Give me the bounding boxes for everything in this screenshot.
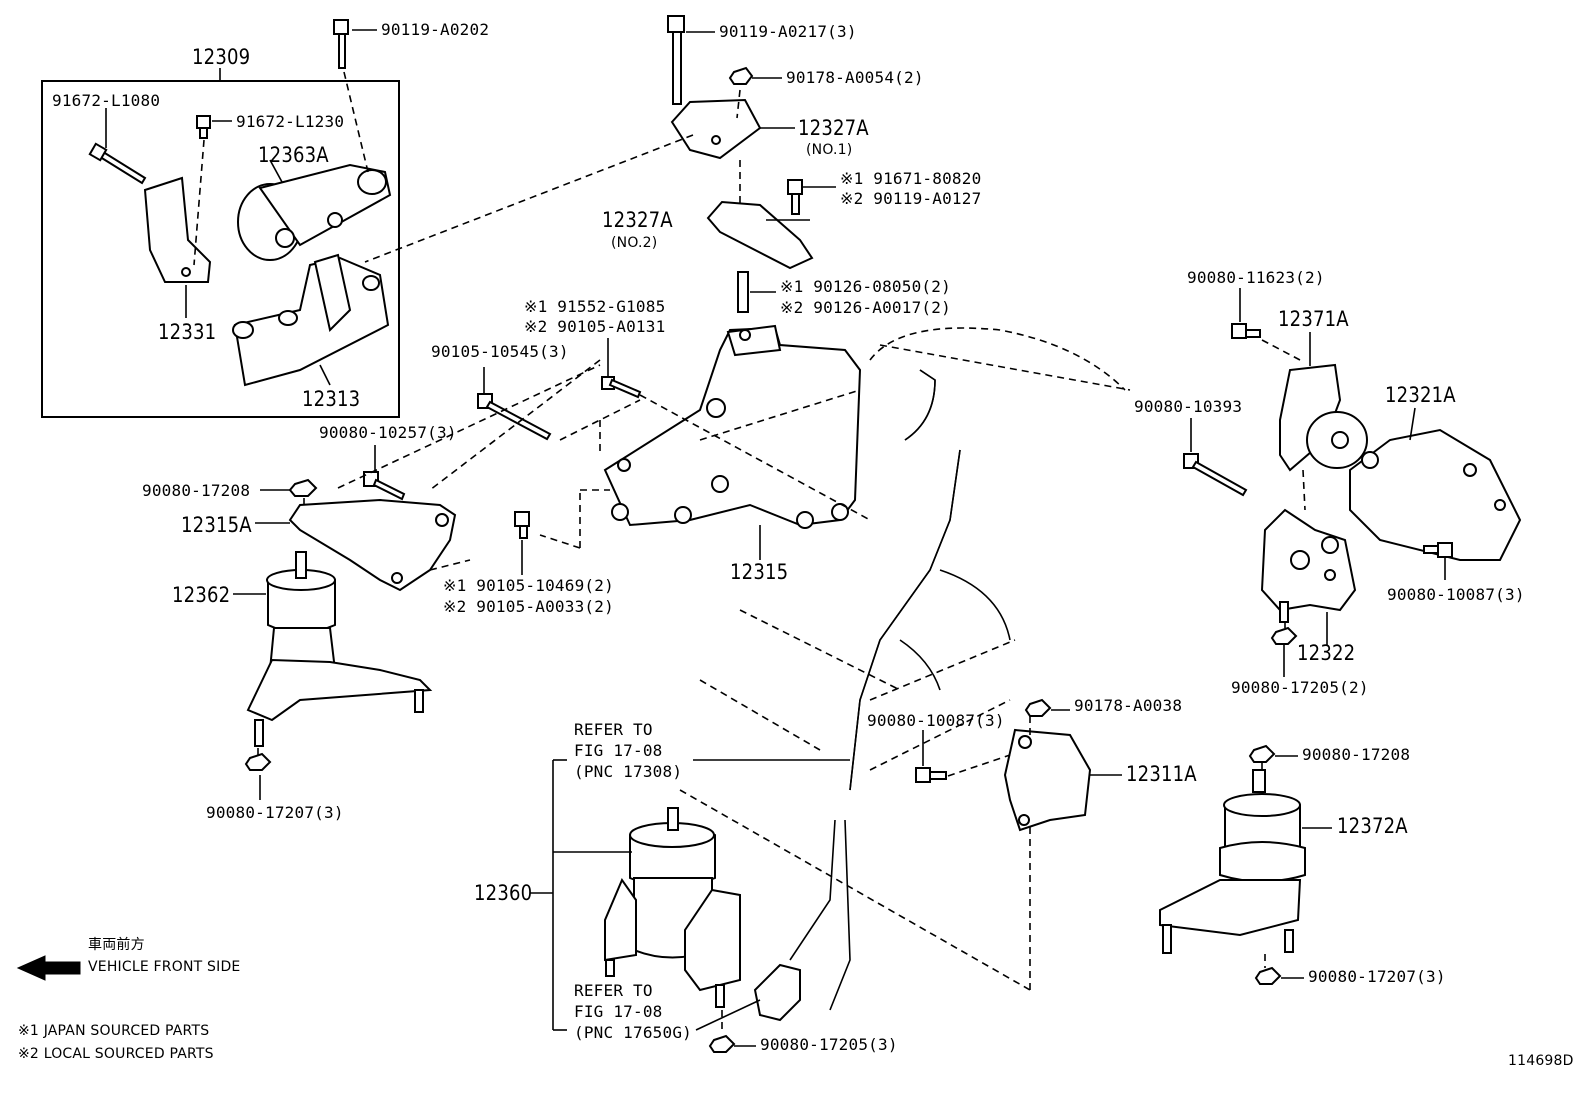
label-12327A-no2: 12327A — [602, 208, 673, 232]
mount-12360 — [604, 807, 741, 992]
bolt-90105-10545 — [477, 393, 552, 441]
label-12360: 12360 — [474, 881, 533, 905]
label-90080-17207-b: 90080-17207(3) — [1308, 967, 1446, 986]
bolt-90080-10393 — [1183, 453, 1248, 497]
label-90080-10087-b: 90080-10087(3) — [867, 711, 1005, 730]
bolt-90080-10087-b — [915, 767, 947, 783]
bolt-90080-11623 — [1231, 323, 1261, 339]
bracket-12327A-no1 — [670, 98, 762, 160]
label-90080-10393: 90080-10393 — [1134, 397, 1243, 416]
label-90080-11623: 90080-11623(2) — [1187, 268, 1325, 287]
bolt-91672-L1080 — [88, 142, 147, 185]
nut-90080-17208-a — [288, 478, 318, 497]
label-90105-10545: 90105-10545(3) — [431, 342, 569, 361]
bolt-91672-L1230 — [196, 115, 211, 139]
refer-1-line-3: (PNC 17308) — [574, 762, 683, 781]
bolt-91671-80820 — [787, 179, 803, 215]
label-90126-08050: ※1 90126-08050(2) — [780, 277, 951, 296]
refer-2-line-1: REFER TO — [574, 981, 653, 1000]
mount-12363A — [237, 163, 392, 261]
label-12363A: 12363A — [258, 143, 329, 167]
label-12331: 12331 — [158, 320, 217, 344]
label-91552-G1085: ※1 91552-G1085 — [524, 297, 666, 316]
refer-1-line-1: REFER TO — [574, 720, 653, 739]
sensor-bracket — [715, 963, 801, 1022]
bracket-12313 — [232, 253, 390, 387]
front-label-jp: 車両前方 — [88, 937, 145, 953]
label-90105-A0033: ※2 90105-A0033(2) — [443, 597, 614, 616]
group-box-12309 — [41, 80, 400, 418]
label-12315A: 12315A — [181, 513, 252, 537]
label-12311A: 12311A — [1126, 762, 1197, 786]
note-local-sourced: ※2 LOCAL SOURCED PARTS — [18, 1046, 214, 1062]
bracket-12331 — [143, 176, 212, 283]
label-90105-10469: ※1 90105-10469(2) — [443, 576, 614, 595]
vehicle-front-arrow-icon — [16, 955, 81, 981]
label-12362: 12362 — [172, 583, 231, 607]
bracket-12311A — [1003, 728, 1092, 832]
label-90080-17208-b: 90080-17208 — [1302, 745, 1411, 764]
nut-90178-A0038 — [1024, 698, 1052, 717]
label-91672-L1230: 91672-L1230 — [236, 112, 345, 131]
label-no2: (NO.2) — [611, 235, 658, 251]
bracket-12321A — [1349, 428, 1522, 561]
nut-90080-17205-b — [708, 1034, 736, 1053]
label-90080-17205-a: 90080-17205(2) — [1231, 678, 1369, 697]
label-90080-17207-a: 90080-17207(3) — [206, 803, 344, 822]
bolt-90119-A0202 — [333, 19, 349, 69]
refer-2-line-2: FIG 17-08 — [574, 1002, 663, 1021]
label-90178-A0054: 90178-A0054(2) — [786, 68, 924, 87]
nut-90080-17207-a — [244, 752, 272, 771]
label-91671-80820: ※1 91671-80820 — [840, 169, 982, 188]
label-90080-10087-a: 90080-10087(3) — [1387, 585, 1525, 604]
bolt-90105-A0131 — [601, 376, 642, 399]
bracket-12371A — [1279, 363, 1368, 472]
label-90119-A0202: 90119-A0202 — [381, 20, 490, 39]
note-japan-sourced: ※1 JAPAN SOURCED PARTS — [18, 1023, 210, 1039]
bolt-90119-A0217 — [667, 15, 685, 105]
nut-90080-17208-b — [1248, 744, 1276, 763]
refer-1-line-2: FIG 17-08 — [574, 741, 663, 760]
label-12371A: 12371A — [1278, 307, 1349, 331]
label-90080-10257: 90080-10257(3) — [319, 423, 457, 442]
bracket-12315A — [288, 498, 457, 592]
nut-90080-17205-a — [1270, 626, 1298, 645]
label-12322: 12322 — [1297, 641, 1356, 665]
mount-12372A — [1159, 769, 1306, 954]
bolt-90080-10257 — [363, 471, 406, 501]
label-90126-A0017: ※2 90126-A0017(2) — [780, 298, 951, 317]
label-90105-A0131: ※2 90105-A0131 — [524, 317, 666, 336]
group-label-12309: 12309 — [192, 45, 251, 69]
label-90080-17208-a: 90080-17208 — [142, 481, 251, 500]
bracket-12315 — [603, 324, 862, 529]
refer-2-line-3: (PNC 17650G) — [574, 1023, 692, 1042]
label-no1: (NO.1) — [806, 142, 853, 158]
label-90119-A0127: ※2 90119-A0127 — [840, 189, 982, 208]
label-12321A: 12321A — [1385, 383, 1456, 407]
front-label-en: VEHICLE FRONT SIDE — [88, 959, 241, 975]
nut-90178-A0054 — [728, 66, 754, 85]
figure-id: 114698D — [1508, 1053, 1574, 1069]
label-12313: 12313 — [302, 387, 361, 411]
bolt-90105-10469 — [514, 511, 530, 539]
stud-90126-08050 — [737, 271, 749, 313]
label-12315: 12315 — [730, 560, 789, 584]
mount-12362 — [246, 551, 433, 747]
bolt-90080-10087-a — [1423, 542, 1453, 558]
label-90119-A0217: 90119-A0217(3) — [719, 22, 857, 41]
bracket-12322 — [1260, 508, 1357, 623]
label-90178-A0038: 90178-A0038 — [1074, 696, 1183, 715]
nut-90080-17207-b — [1254, 966, 1282, 985]
label-91672-L1080: 91672-L1080 — [52, 91, 161, 110]
label-12372A: 12372A — [1337, 814, 1408, 838]
label-90080-17205-b: 90080-17205(3) — [760, 1035, 898, 1054]
label-12327A-no1: 12327A — [798, 116, 869, 140]
bracket-12327A-no2 — [706, 200, 814, 270]
